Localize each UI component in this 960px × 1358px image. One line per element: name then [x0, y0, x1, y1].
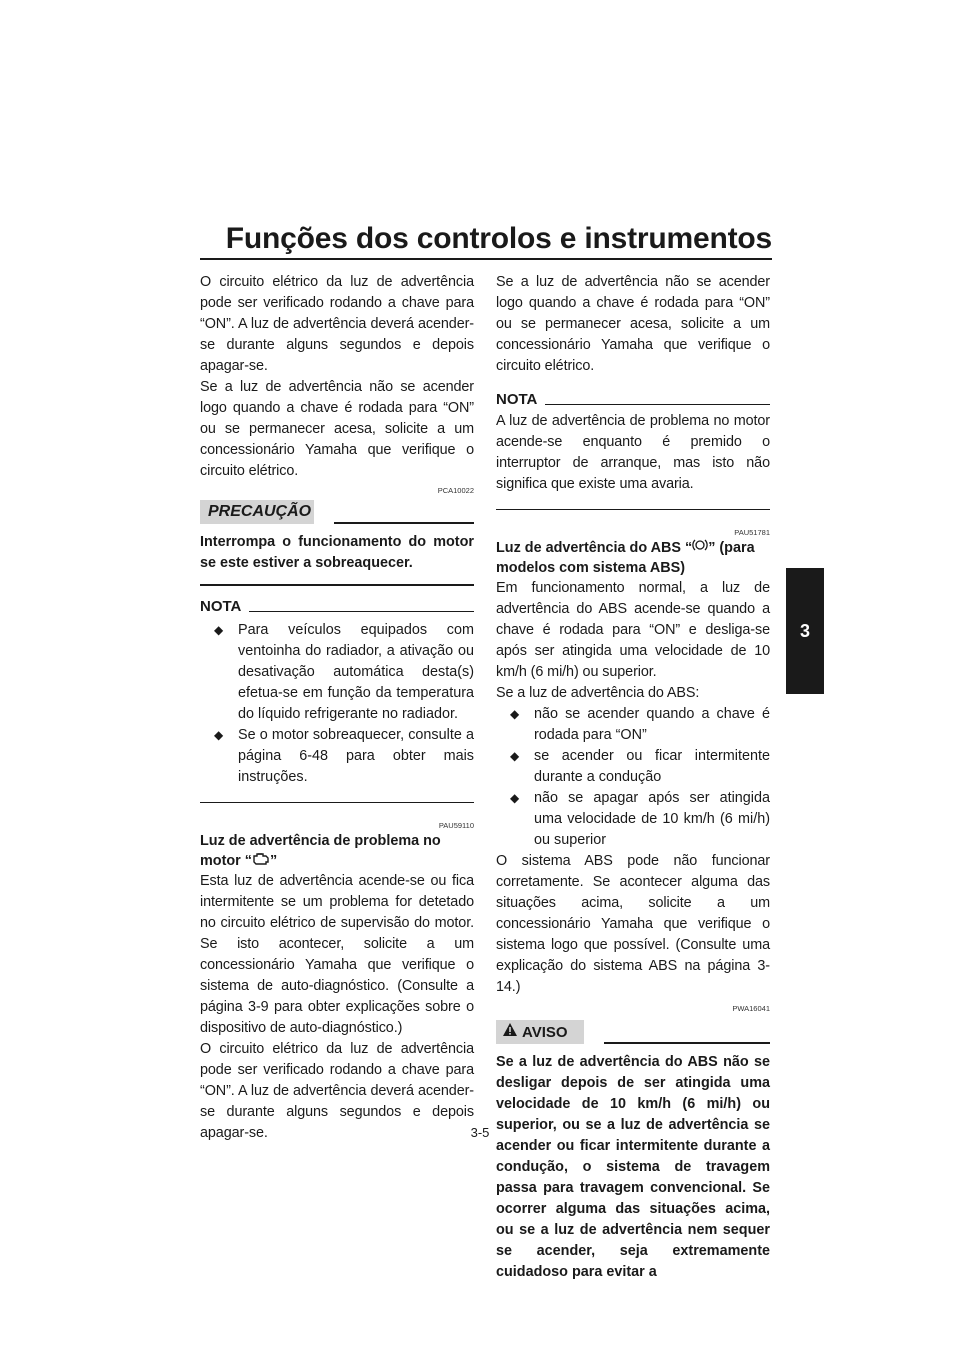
divider — [334, 522, 474, 524]
bullet-diamond-icon: ◆ — [510, 791, 520, 806]
divider — [604, 1042, 770, 1044]
warning-triangle-icon — [502, 1022, 518, 1042]
section-heading: Luz de advertência de problema no motor … — [200, 831, 474, 871]
divider — [496, 509, 770, 510]
divider — [249, 610, 474, 612]
page-number: 3-5 — [470, 1125, 490, 1140]
bullet-diamond-icon: ◆ — [214, 622, 224, 637]
abs-warning-icon — [692, 538, 708, 558]
divider — [545, 404, 770, 405]
bullet-diamond-icon: ◆ — [214, 727, 224, 742]
reference-code: PAU59110 — [438, 820, 474, 830]
divider — [200, 801, 474, 803]
paragraph: O circuito elétrico da luz de advertênci… — [200, 1040, 474, 1141]
precaucao-header: PRECAUÇÃO — [200, 500, 474, 524]
reference-code: PWA16041 — [732, 1004, 770, 1014]
list-item: ◆ Para veículos equipados com ventoinha … — [214, 621, 474, 722]
paragraph: O circuito elétrico da luz de advertênci… — [200, 274, 474, 374]
nota-label: NOTA — [496, 391, 538, 408]
nota-text: A luz de advertência de problema no moto… — [496, 413, 770, 492]
nota-header: NOTA — [496, 391, 770, 409]
paragraph: Se a luz de advertência não se acender l… — [200, 379, 474, 479]
aviso-badge: AVISO — [496, 1020, 584, 1045]
list-item: ◆ Se o motor sobreaquecer, consulte a pá… — [214, 726, 474, 785]
divider — [200, 584, 474, 586]
paragraph: Se a luz de advertência não se acender l… — [496, 274, 770, 374]
aviso-text: Se a luz de advertência do ABS não se de… — [496, 1054, 770, 1281]
list-item: ◆ não se acender quando a chave é rodada… — [510, 706, 770, 744]
precaucao-label: PRECAUÇÃO — [200, 500, 314, 524]
precaucao-text: Interrompa o funcionamento do motor se e… — [200, 534, 474, 571]
bullet-diamond-icon: ◆ — [510, 749, 520, 764]
section-heading: Luz de advertência do ABS “” (para model… — [496, 538, 755, 577]
left-column: O circuito elétrico da luz de advertênci… — [200, 272, 474, 1144]
aviso-header: AVISO — [496, 1020, 770, 1045]
bullet-diamond-icon: ◆ — [510, 707, 520, 722]
header-rule — [200, 258, 772, 260]
paragraph: Em funcionamento normal, a luz de advert… — [496, 580, 770, 681]
list-item: ◆ não se apagar após ser atingida uma ve… — [510, 790, 770, 849]
list-item: ◆ se acender ou ficar intermitente duran… — [510, 748, 770, 786]
engine-warning-icon — [252, 851, 270, 871]
reference-code: PAU51781 — [734, 528, 770, 537]
paragraph: O sistema ABS pode não funcionar correta… — [496, 853, 770, 996]
paragraph: Se a luz de advertência do ABS: — [496, 685, 700, 702]
abs-list: ◆ não se acender quando a chave é rodada… — [496, 704, 770, 851]
paragraph: Esta luz de advertência acende-se ou fic… — [200, 872, 474, 1036]
nota-label: NOTA — [200, 597, 242, 615]
page-title: Funções dos controlos e instrumentos — [225, 222, 772, 255]
reference-code: PCA10022 — [437, 486, 474, 495]
right-column: Se a luz de advertência não se acender l… — [496, 272, 770, 1283]
aviso-label: AVISO — [522, 1023, 568, 1041]
nota-header: NOTA — [200, 598, 474, 616]
chapter-tab: 3 — [786, 568, 824, 694]
nota-list: ◆ Para veículos equipados com ventoinha … — [200, 620, 474, 788]
